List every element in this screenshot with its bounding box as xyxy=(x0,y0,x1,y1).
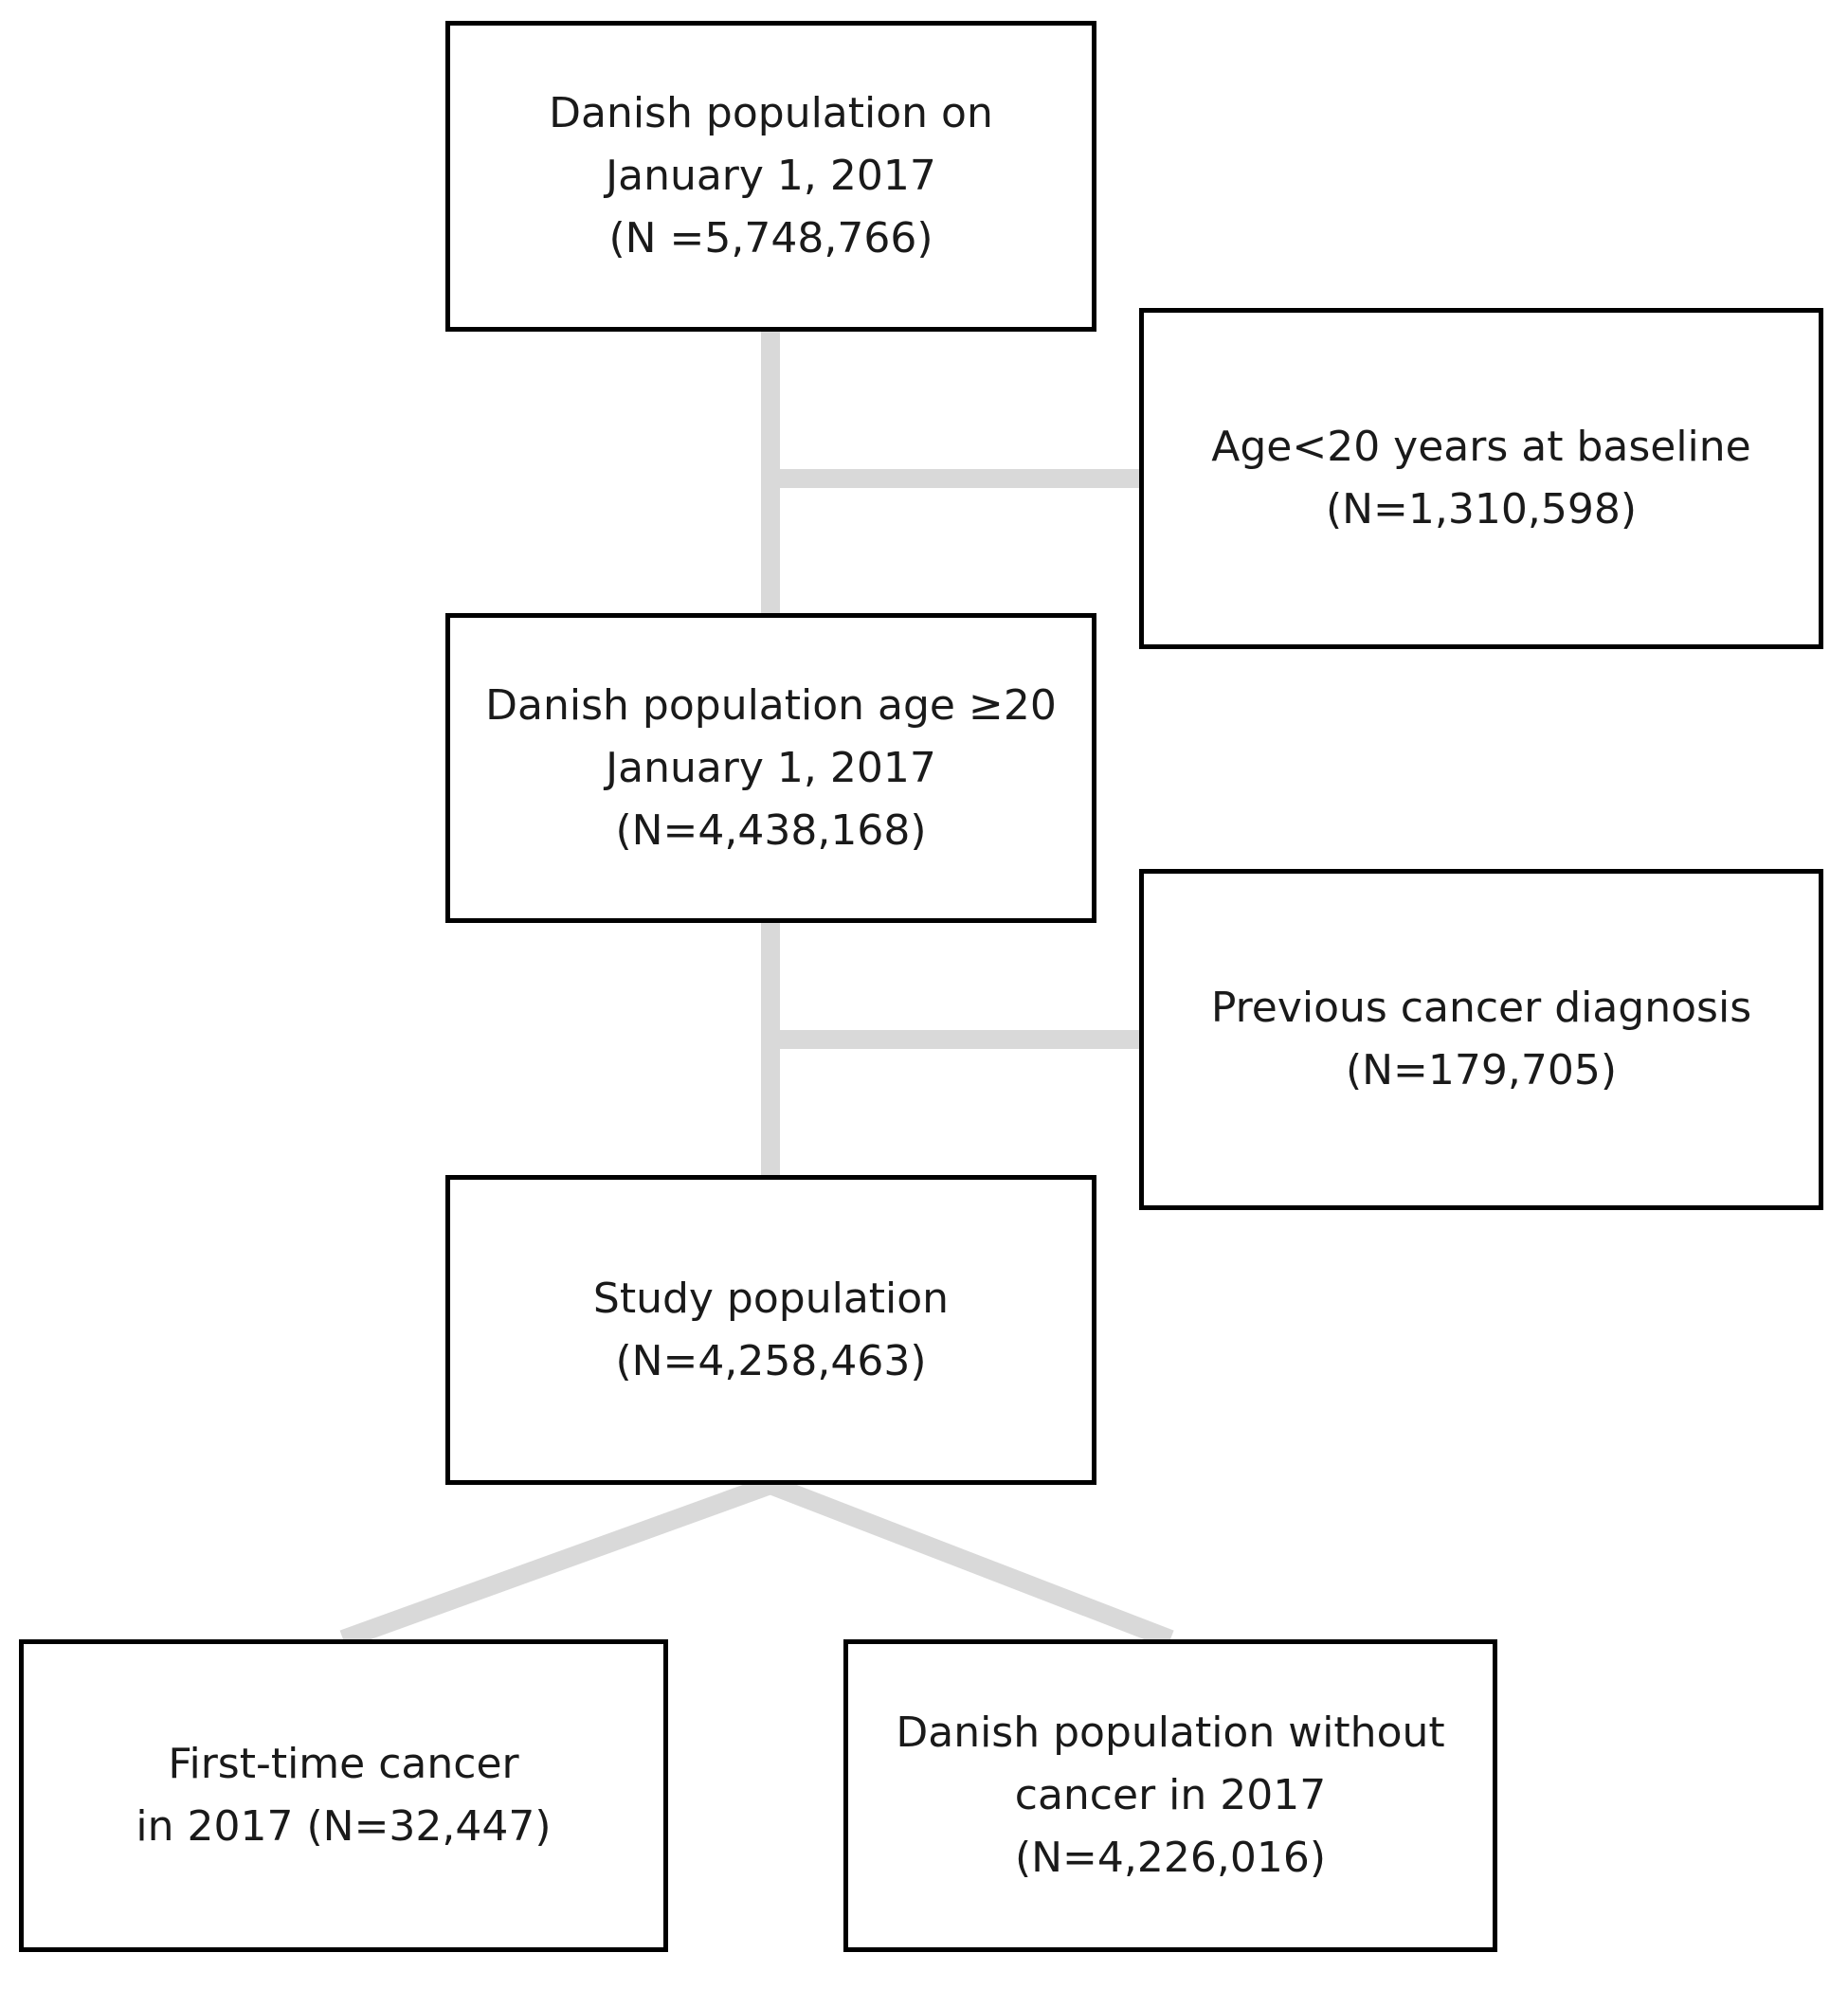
node-text-line: (N=4,226,016) xyxy=(1014,1834,1327,1882)
node-without-cancer: Danish population without cancer in 2017… xyxy=(843,1639,1497,1952)
node-text-line: Danish population age ≥20 xyxy=(485,680,1057,730)
node-text-line: First-time cancer xyxy=(168,1740,519,1788)
node-total-population: Danish population on January 1, 2017 (N … xyxy=(445,21,1096,332)
node-text-line: cancer in 2017 xyxy=(1014,1771,1327,1819)
node-text-line: (N=4,438,168) xyxy=(615,805,927,855)
node-text-line: Age<20 years at baseline xyxy=(1211,423,1751,471)
node-text-line: (N =5,748,766) xyxy=(608,214,933,262)
node-text-line: January 1, 2017 xyxy=(606,743,936,792)
node-text-line: (N=179,705) xyxy=(1345,1046,1618,1094)
node-first-time-cancer: First-time cancer in 2017 (N=32,447) xyxy=(19,1639,668,1952)
node-adult-population: Danish population age ≥20 January 1, 201… xyxy=(445,613,1096,923)
connector-study-to-without-cancer xyxy=(767,1475,1174,1649)
node-excluded-previous-cancer: Previous cancer diagnosis (N=179,705) xyxy=(1139,869,1823,1210)
node-study-population: Study population (N=4,258,463) xyxy=(445,1175,1096,1485)
node-text-line: Danish population on xyxy=(549,89,993,137)
node-text-line: (N=4,258,463) xyxy=(615,1336,927,1385)
node-excluded-age: Age<20 years at baseline (N=1,310,598) xyxy=(1139,308,1823,649)
node-text-line: (N=1,310,598) xyxy=(1325,485,1638,533)
node-text-line: January 1, 2017 xyxy=(606,152,936,200)
node-text-line: in 2017 (N=32,447) xyxy=(136,1802,552,1851)
connector-study-to-first-time-cancer xyxy=(339,1475,774,1649)
node-text-line: Previous cancer diagnosis xyxy=(1210,984,1752,1032)
node-text-line: Danish population without xyxy=(896,1709,1445,1757)
node-text-line: Study population xyxy=(592,1274,950,1323)
